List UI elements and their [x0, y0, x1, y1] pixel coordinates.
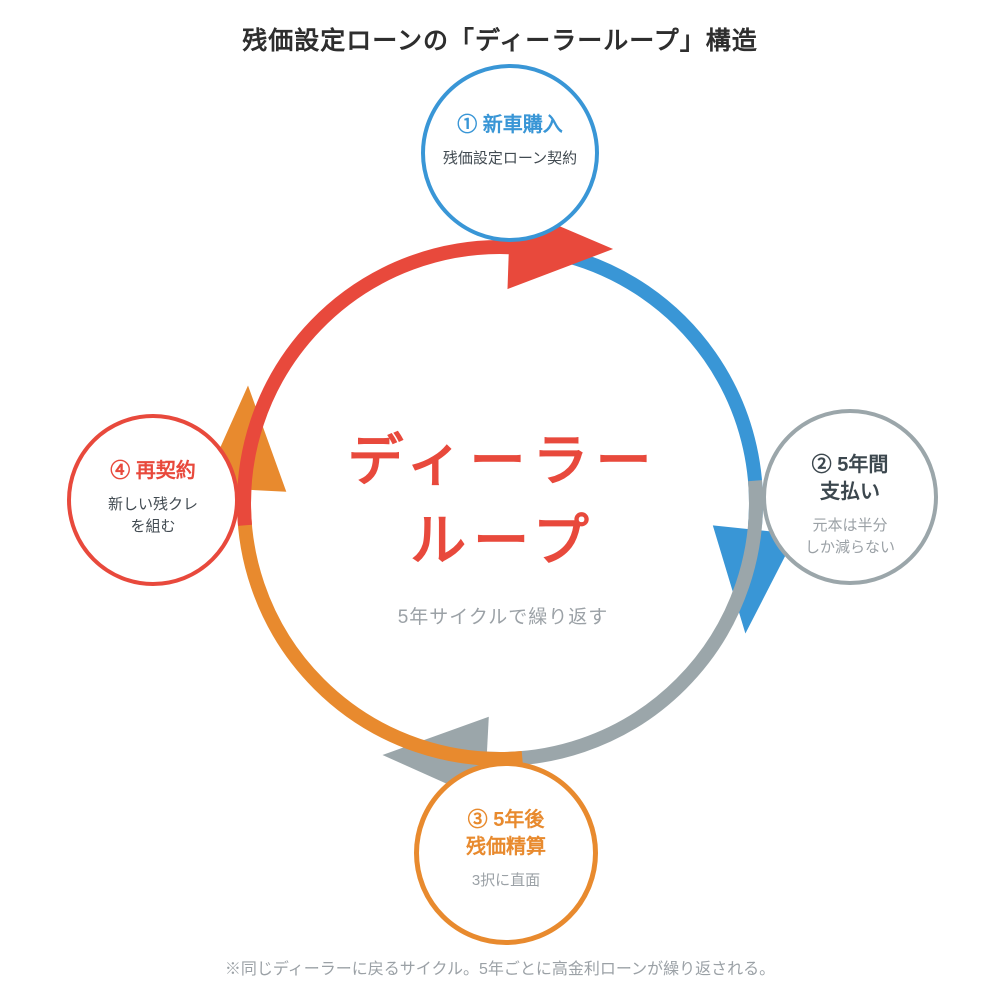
node-recontract: ④ 再契約 新しい残クレ を組む [67, 414, 239, 586]
arc-blue-top-to-right [564, 248, 763, 526]
node-2-desc: 元本は半分 しか減らない [804, 516, 895, 556]
arrowhead-blue-down-icon [712, 525, 797, 634]
arc-gray-right-to-bottom [477, 480, 763, 766]
node-1-title: ① 新車購入 [457, 114, 563, 137]
arc-orange-bottom-to-left [237, 480, 523, 766]
node-residual-settlement: ③ 5年後 残価精算 3択に直面 [414, 761, 598, 945]
node-five-year-payment: ② 5年間 支払い 元本は半分 しか減らない [762, 409, 938, 585]
diagram-title: 残価設定ローンの「ディーラーループ」構造 [242, 27, 758, 55]
node-4-desc: 新しい残クレ を組む [107, 496, 198, 535]
arc-red-left-to-top [237, 240, 514, 526]
loop-cycle-caption: 5年サイクルで繰り返す [397, 607, 609, 629]
node-4-title: ④ 再契約 [110, 460, 196, 483]
node-3-title: ③ 5年後 残価精算 [466, 808, 546, 859]
node-3-desc: 3択に直面 [471, 871, 541, 889]
dealer-loop-title: ディーラー ループ [347, 428, 659, 572]
node-2-title: ② 5年間 支払い [811, 453, 889, 504]
center-loop-label: ディーラー ループ 5年サイクルで繰り返す [347, 421, 658, 629]
node-new-car-purchase: ① 新車購入 残価設定ローン契約 [421, 64, 599, 242]
footnote: ※同じディーラーに戻るサイクル。5年ごとに高金利ローンが繰り返される。 [224, 961, 776, 978]
node-1-desc: 残価設定ローン契約 [442, 149, 578, 167]
